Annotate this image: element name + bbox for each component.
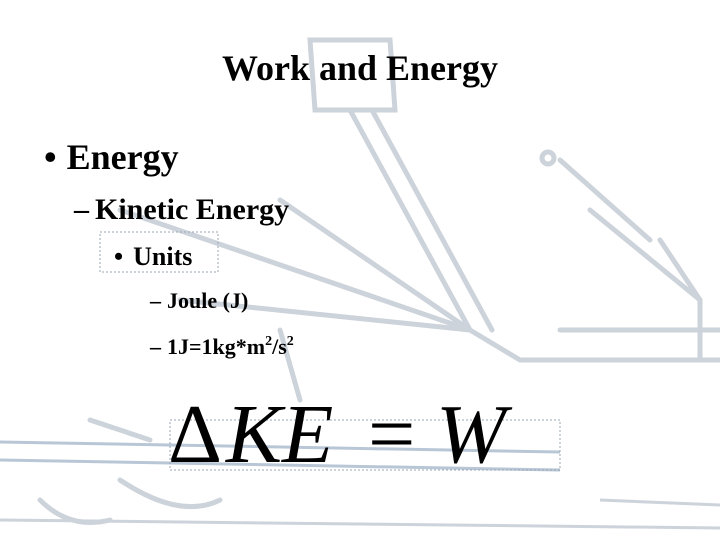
- unit-exponent: 2: [286, 334, 294, 349]
- unit-exponent: 2: [265, 334, 273, 349]
- bullet-text: Units: [133, 242, 193, 271]
- slide-title: Work and Energy: [221, 48, 499, 88]
- bullet-dash-icon: –: [150, 288, 161, 313]
- bullet-dot-icon: •: [114, 242, 124, 271]
- unit-base: 1J=1kg*m: [167, 334, 266, 359]
- bullet-level4-joule-definition: –1J=1kg*m2/s2: [150, 328, 294, 361]
- bullet-dot-icon: •: [44, 137, 57, 177]
- bullet-dash-icon: –: [74, 193, 89, 226]
- bullet-level3: • Units: [114, 241, 192, 273]
- bullet-dash-icon: –: [150, 334, 161, 359]
- unit-mid: /s: [272, 334, 287, 359]
- equation-delta-ke-equals-w: Δ KE = W: [168, 388, 513, 481]
- bullet-level4-joule: –Joule (J): [150, 287, 248, 315]
- equation-equals: =: [368, 388, 415, 481]
- bullet-text: Kinetic Energy: [95, 193, 290, 226]
- bullet-level2: –Kinetic Energy: [74, 192, 289, 228]
- equation-delta: Δ: [168, 388, 222, 481]
- equation-rhs: W: [436, 388, 513, 481]
- bullet-level1: •Energy: [44, 136, 179, 178]
- equation-lhs: KE: [225, 388, 333, 481]
- bullet-text: Joule (J): [167, 288, 249, 313]
- bullet-text: Energy: [66, 137, 179, 177]
